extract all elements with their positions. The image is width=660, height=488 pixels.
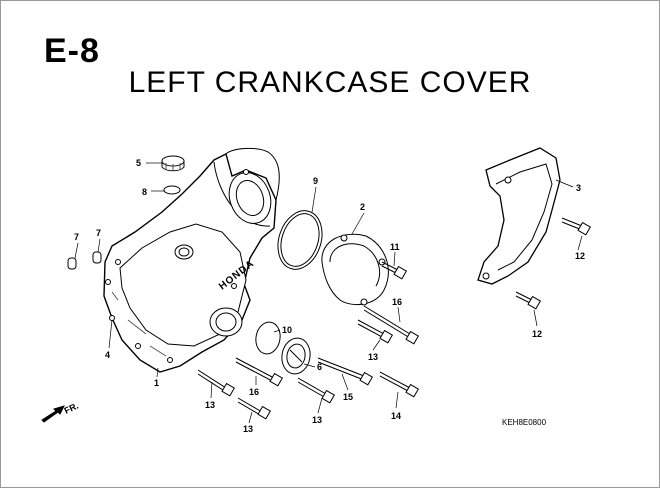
cover-plate (321, 233, 389, 306)
callout-label: 16 (249, 387, 259, 397)
leader-lines (74, 162, 583, 424)
hole-plug (281, 337, 311, 375)
gasket-ring (277, 210, 323, 270)
callout-label: 11 (390, 242, 400, 252)
callout-label: 13 (243, 424, 253, 434)
side-cover (477, 147, 561, 285)
callout-label: 2 (360, 202, 365, 212)
flange-bolts (197, 217, 592, 420)
callout-label: 6 (317, 362, 322, 372)
dowel-pins (67, 251, 102, 270)
callout-label: 4 (105, 350, 110, 360)
callout-labels: 1 2 3 4 5 6 7 7 8 9 10 11 12 12 13 13 13… (74, 158, 585, 434)
callout-label: 10 (282, 325, 292, 335)
callout-label: 16 (392, 297, 402, 307)
callout-label: 7 (96, 228, 101, 238)
callout-label: 15 (343, 392, 353, 402)
callout-label: 14 (391, 411, 401, 421)
callout-label: 12 (575, 251, 585, 261)
callout-label: 7 (74, 232, 79, 242)
callout-label: 8 (142, 187, 147, 197)
callout-label: 5 (136, 158, 141, 168)
direction-label: FR. (63, 401, 80, 416)
callout-label: 13 (368, 352, 378, 362)
callout-label: 13 (205, 400, 215, 410)
crankcase-cover (103, 147, 280, 373)
callout-label: 1 (154, 378, 159, 388)
callout-label: 13 (312, 415, 322, 425)
section-code: E-8 (44, 32, 100, 70)
oil-filler-cap (161, 155, 185, 195)
callout-label: 12 (532, 329, 542, 339)
callout-label: 3 (576, 183, 581, 193)
page-title: LEFT CRANKCASE COVER (128, 66, 532, 99)
callout-label: 9 (313, 176, 318, 186)
drawing-code: KEH8E0800 (502, 418, 547, 427)
front-direction-arrow (41, 405, 65, 423)
plug-o-ring (255, 321, 281, 355)
